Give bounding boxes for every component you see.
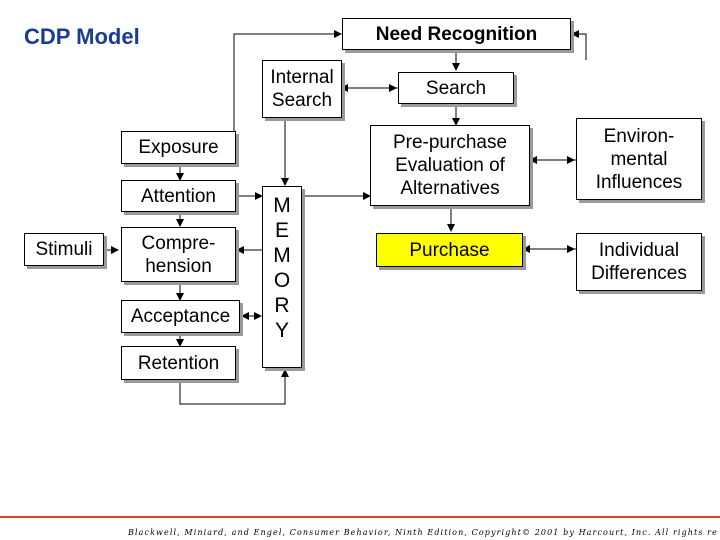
- memory-letter: Y: [274, 319, 289, 342]
- acceptance-box: Acceptance: [121, 300, 240, 333]
- exposure-label: Exposure: [138, 137, 219, 158]
- prepurchase-evaluation-label: Pre-purchase Evaluation of Alternatives: [392, 132, 508, 199]
- acceptance-label: Acceptance: [130, 306, 231, 327]
- environmental-influences-box: Environ- mental Influences: [576, 118, 702, 200]
- individual-differences-box: Individual Differences: [576, 233, 702, 291]
- memory-letters: M E M O R Y: [263, 187, 301, 343]
- purchase-box: Purchase: [376, 233, 523, 267]
- loop-exposure-to-need: [233, 30, 342, 147]
- memory-letter: M: [273, 194, 291, 217]
- internal-search-label: Internal Search: [270, 67, 334, 111]
- loop-environmental-to-need: [571, 30, 587, 60]
- memory-letter: R: [274, 294, 290, 317]
- diagram-title: CDP Model: [24, 24, 140, 49]
- footer-citation: Blackwell, Miniard, and Engel, Consumer …: [128, 528, 718, 537]
- comprehension-label: Compre- hension: [141, 232, 216, 277]
- exposure-box: Exposure: [121, 131, 236, 164]
- stimuli-box: Stimuli: [24, 233, 104, 266]
- individual-differences-label: Individual Differences: [591, 240, 687, 284]
- memory-box: M E M O R Y: [262, 186, 302, 368]
- stimuli-label: Stimuli: [35, 239, 93, 260]
- need-recognition-box: Need Recognition: [342, 18, 571, 50]
- retention-label: Retention: [137, 352, 220, 374]
- search-label: Search: [425, 77, 487, 99]
- internal-search-box: Internal Search: [262, 60, 342, 118]
- search-box: Search: [398, 72, 514, 104]
- memory-letter: E: [274, 219, 289, 242]
- attention-label: Attention: [141, 185, 216, 207]
- need-recognition-label: Need Recognition: [375, 23, 538, 45]
- attention-box: Attention: [121, 180, 236, 212]
- loop-retention-to-memory: [179, 369, 289, 405]
- memory-letter: O: [273, 269, 291, 292]
- footer-rule: [0, 516, 720, 518]
- prepurchase-evaluation-box: Pre-purchase Evaluation of Alternatives: [370, 125, 530, 206]
- retention-box: Retention: [121, 346, 236, 380]
- purchase-label: Purchase: [409, 239, 490, 261]
- environmental-influences-label: Environ- mental Influences: [595, 125, 683, 193]
- comprehension-box: Compre- hension: [121, 227, 236, 282]
- memory-letter: M: [273, 244, 291, 267]
